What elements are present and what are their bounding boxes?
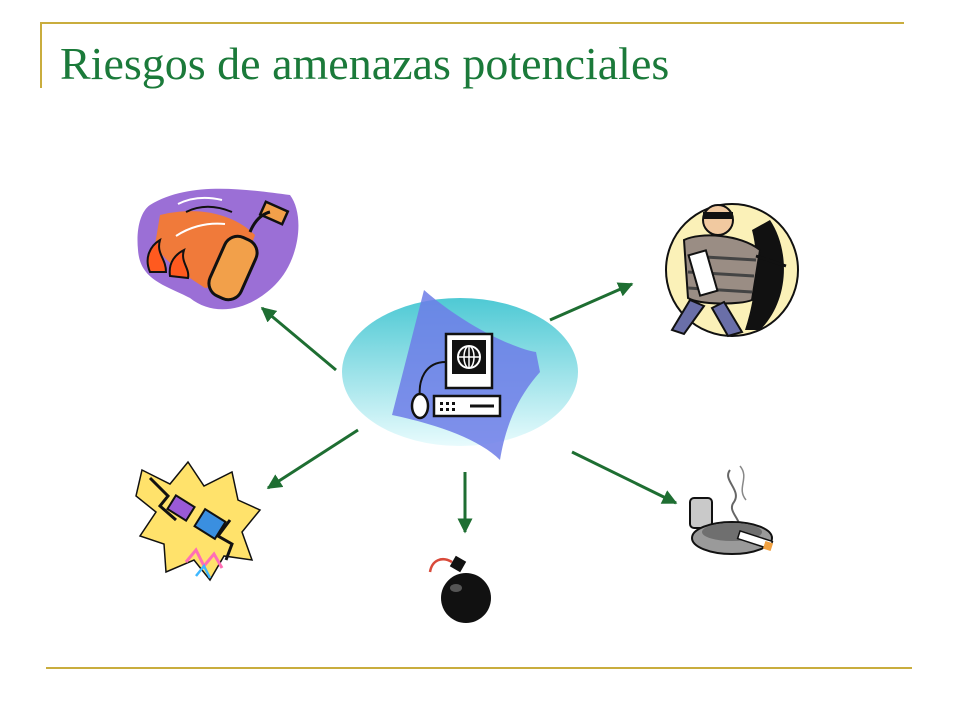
cigarette-ashtray-icon xyxy=(689,465,774,555)
burglar-icon xyxy=(665,203,799,338)
bomb-icon xyxy=(428,555,491,623)
page-title: Riesgos de amenazas potenciales xyxy=(60,38,670,89)
frame-bottom-rule xyxy=(46,667,912,669)
electrical-surge-icon xyxy=(135,460,262,582)
computer-icon xyxy=(410,332,502,420)
frame-left-rule xyxy=(40,22,42,88)
frame-top-rule xyxy=(40,22,904,24)
arrow-to-electrical xyxy=(266,428,359,490)
arrow-to-fire xyxy=(260,306,337,372)
fire-extinguisher-icon xyxy=(137,188,299,310)
arrow-to-burglar xyxy=(549,282,634,322)
arrow-to-cigarette xyxy=(571,450,678,505)
computer-hub xyxy=(342,290,578,460)
arrows xyxy=(260,282,678,534)
